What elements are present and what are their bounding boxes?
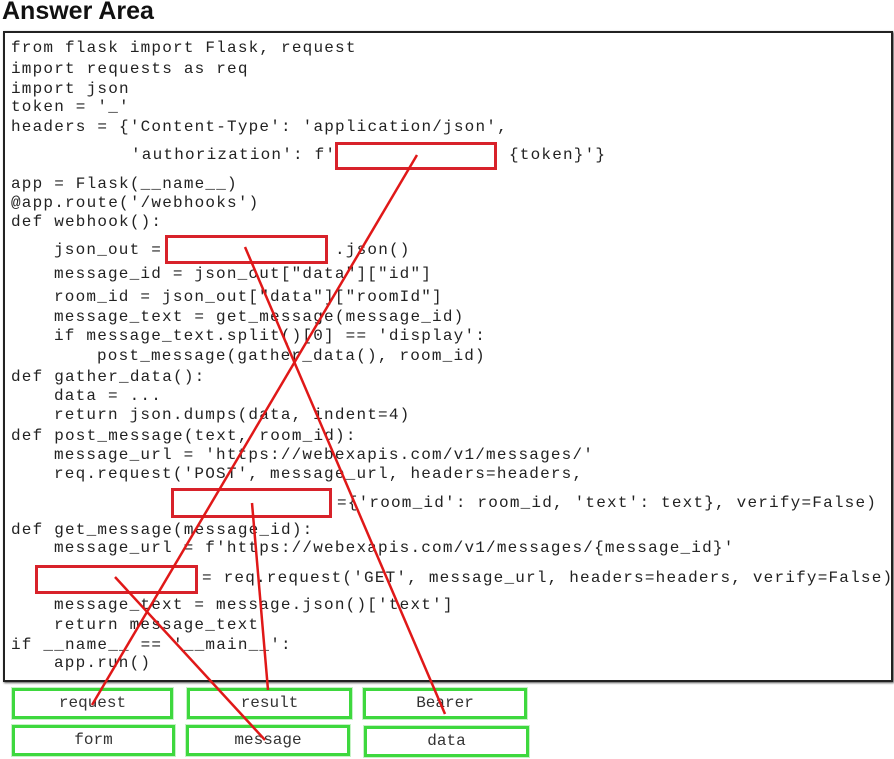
option-result[interactable]: result [187, 688, 352, 719]
code-line: data = ... [54, 387, 163, 405]
code-line: token = '_' [11, 98, 130, 116]
code-line: 'authorization': f' [131, 146, 337, 164]
code-line: def webhook(): [11, 213, 163, 231]
code-line: = req.request('GET', message_url, header… [202, 569, 894, 587]
option-message[interactable]: message [186, 725, 350, 756]
code-line: def post_message(text, room_id): [11, 427, 357, 445]
code-line: import json [11, 80, 130, 98]
code-line: json_out = [54, 241, 163, 259]
code-line: room_id = json_out["data"]["roomId"] [54, 288, 443, 306]
code-line: .json() [335, 241, 411, 259]
connector-line [250, 502, 270, 691]
option-form[interactable]: form [12, 725, 175, 756]
code-line: app = Flask(__name__) [11, 175, 238, 193]
code-line: if message_text.split()[0] == 'display': [54, 327, 487, 345]
connector-line [114, 576, 266, 741]
code-line: headers = {'Content-Type': 'application/… [11, 118, 508, 136]
code-line: post_message(gather_data(), room_id) [97, 347, 486, 365]
code-line: app.run() [54, 654, 152, 672]
connector-line [243, 246, 447, 715]
drop-target-json-source[interactable] [165, 235, 328, 264]
code-line: message_text = message.json()['text'] [54, 596, 454, 614]
code-line: def gather_data(): [11, 368, 206, 386]
code-line: if __name__ == '__main__': [11, 636, 292, 654]
option-data[interactable]: data [364, 726, 529, 757]
code-line: @app.route('/webhooks') [11, 194, 260, 212]
code-panel [3, 31, 893, 682]
code-line: from flask import Flask, request [11, 39, 357, 57]
code-line: ={'room_id': room_id, 'text': text}, ver… [337, 494, 878, 512]
code-line: message_url = 'https://webexapis.com/v1/… [54, 446, 595, 464]
code-line: import requests as req [11, 60, 249, 78]
code-line: req.request('POST', message_url, headers… [54, 465, 584, 483]
code-line: return json.dumps(data, indent=4) [54, 406, 411, 424]
code-line: def get_message(message_id): [11, 521, 314, 539]
connector-line [90, 154, 419, 706]
code-line: {token}'} [509, 146, 607, 164]
code-line: message_url = f'https://webexapis.com/v1… [54, 539, 735, 557]
answer-area-title: Answer Area [2, 0, 154, 25]
drop-target-post-param[interactable] [171, 488, 332, 518]
